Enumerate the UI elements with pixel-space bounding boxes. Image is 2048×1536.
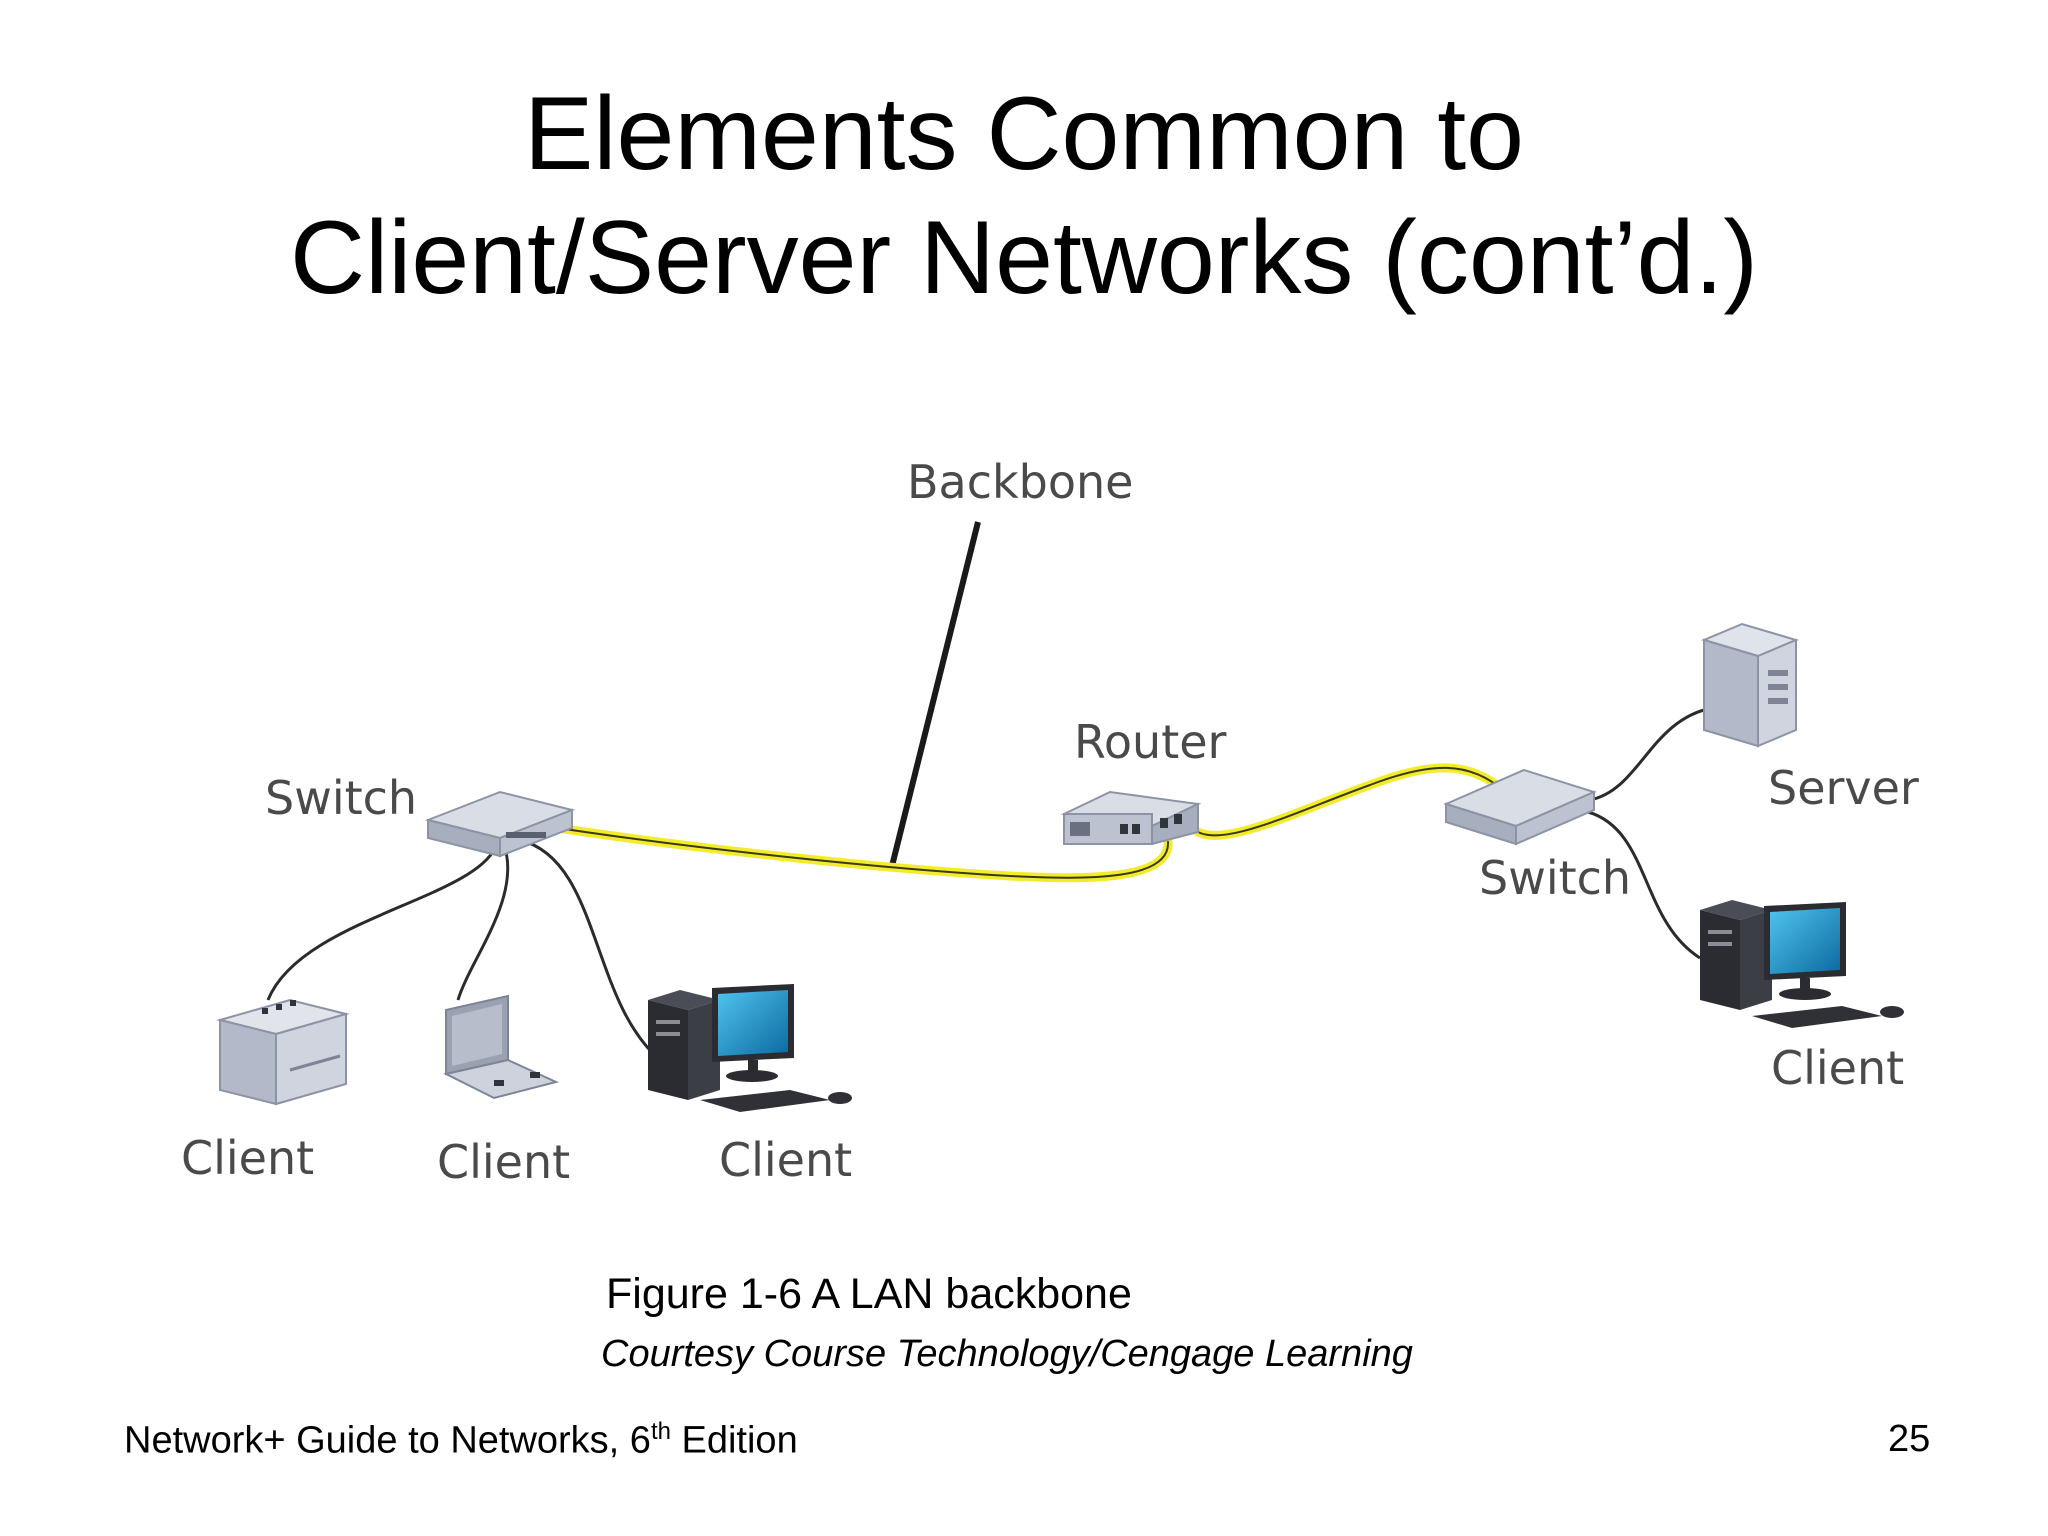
desktop-computer-right-icon [1700,900,1904,1028]
client-desktop-label: Client [719,1133,852,1187]
footer-prefix: Network+ Guide to Networks, 6 [124,1419,651,1462]
page-number: 25 [1888,1418,1931,1460]
server-label: Server [1768,761,1919,815]
printer-icon [216,998,350,1106]
client-laptop-label: Client [437,1135,570,1189]
laptop-icon [443,994,559,1100]
client-right-label: Client [1771,1041,1904,1095]
slide-title: Elements Common to Client/Server Network… [0,72,2048,320]
server-icon [1701,622,1799,748]
backbone-cable [540,763,1510,883]
figure-credit: Courtesy Course Technology/Cengage Learn… [601,1333,1413,1375]
switch-right-label: Switch [1479,851,1631,905]
backbone-label: Backbone [907,455,1133,509]
title-line-2: Client/Server Networks (cont’d.) [290,200,1758,316]
footer-superscript: th [650,1418,671,1445]
client-printer-label: Client [181,1131,314,1185]
router-icon [1060,790,1202,846]
footer-book-title: Network+ Guide to Networks, 6th Edition [124,1418,798,1463]
title-line-1: Elements Common to [524,76,1524,192]
footer-suffix: Edition [670,1419,798,1462]
backbone-pointer-line [889,521,981,867]
switch-left-label: Switch [265,771,417,825]
switch-right-icon [1443,768,1597,846]
router-label: Router [1074,715,1227,769]
switch-left-icon [424,790,576,858]
figure-caption: Figure 1-6 A LAN backbone [606,1270,1132,1318]
desktop-computer-left-icon [648,984,852,1112]
client-cables [266,706,1713,1062]
